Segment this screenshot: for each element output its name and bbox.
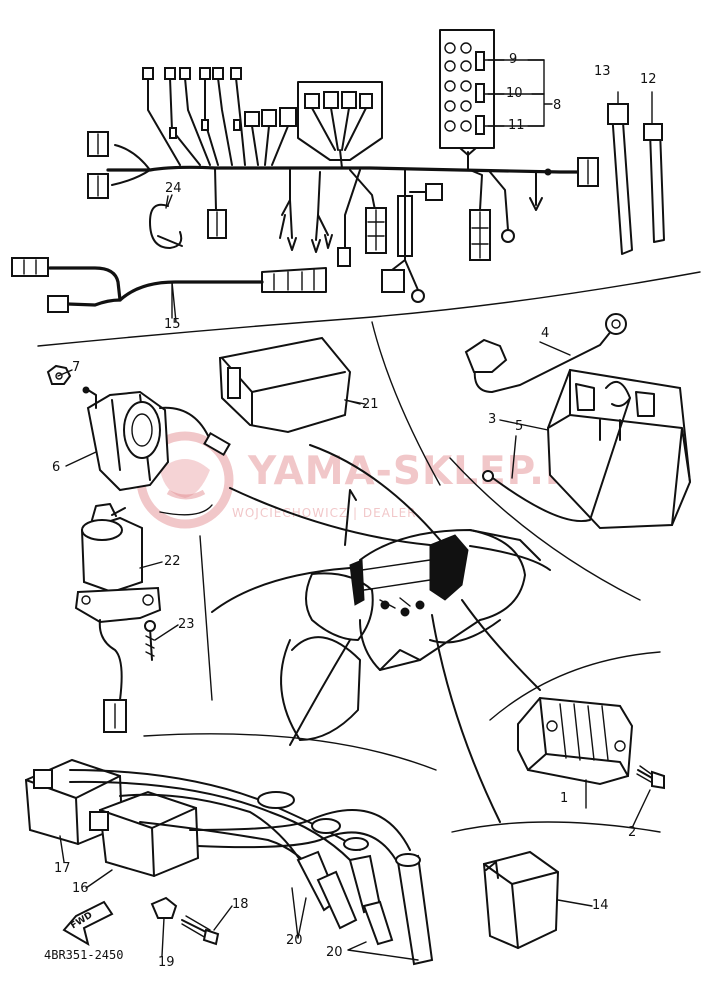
callout-17: 17	[54, 861, 71, 876]
callout-6: 6	[52, 460, 61, 475]
callout-20-plug-caps: 20	[326, 945, 343, 960]
forward-arrow-icon	[62, 900, 114, 947]
callout-5: 5	[515, 419, 524, 434]
watermark-title: YAMA-SKLEP.PL	[248, 449, 601, 494]
callout-11: 11	[508, 118, 525, 133]
callout-19: 19	[158, 955, 175, 970]
callout-4: 4	[541, 326, 550, 341]
cable-ties	[607, 91, 665, 255]
diagram-code: 4BR351-2450	[44, 948, 124, 962]
fuse-panel	[439, 29, 553, 156]
motorcycle-outline	[280, 489, 541, 741]
callout-14: 14	[592, 898, 609, 913]
cdi-unit	[218, 336, 366, 434]
clamp	[149, 194, 183, 249]
callout-20-coil-caps: 20	[286, 933, 303, 948]
starter-relay	[46, 364, 231, 492]
callout-3: 3	[488, 412, 497, 427]
callout-2: 2	[628, 825, 637, 840]
leader-curves	[211, 444, 551, 823]
callout-21: 21	[362, 397, 379, 412]
callout-18: 18	[232, 897, 249, 912]
callout-22: 22	[164, 554, 181, 569]
callout-9: 9	[509, 52, 518, 67]
callout-10: 10	[506, 86, 523, 101]
callout-23: 23	[178, 617, 195, 632]
callout-24: 24	[165, 181, 182, 196]
wire-harness	[87, 67, 599, 303]
callout-leaders	[57, 59, 651, 961]
sub-harness	[11, 257, 327, 319]
relay	[482, 850, 560, 950]
callout-13: 13	[594, 64, 611, 79]
callout-16: 16	[72, 881, 89, 896]
callout-7: 7	[72, 360, 81, 375]
main-switch	[74, 503, 162, 733]
small-fasteners	[150, 896, 220, 946]
rectifier-regulator	[517, 696, 665, 809]
battery	[464, 313, 692, 530]
callout-1: 1	[560, 791, 569, 806]
callout-15: 15	[164, 317, 181, 332]
callout-12: 12	[640, 72, 657, 87]
ignition-coils	[24, 758, 434, 966]
watermark-subtitle: WOJCIECHOWICZ | DEALER	[232, 506, 417, 520]
callout-8: 8	[553, 98, 562, 113]
